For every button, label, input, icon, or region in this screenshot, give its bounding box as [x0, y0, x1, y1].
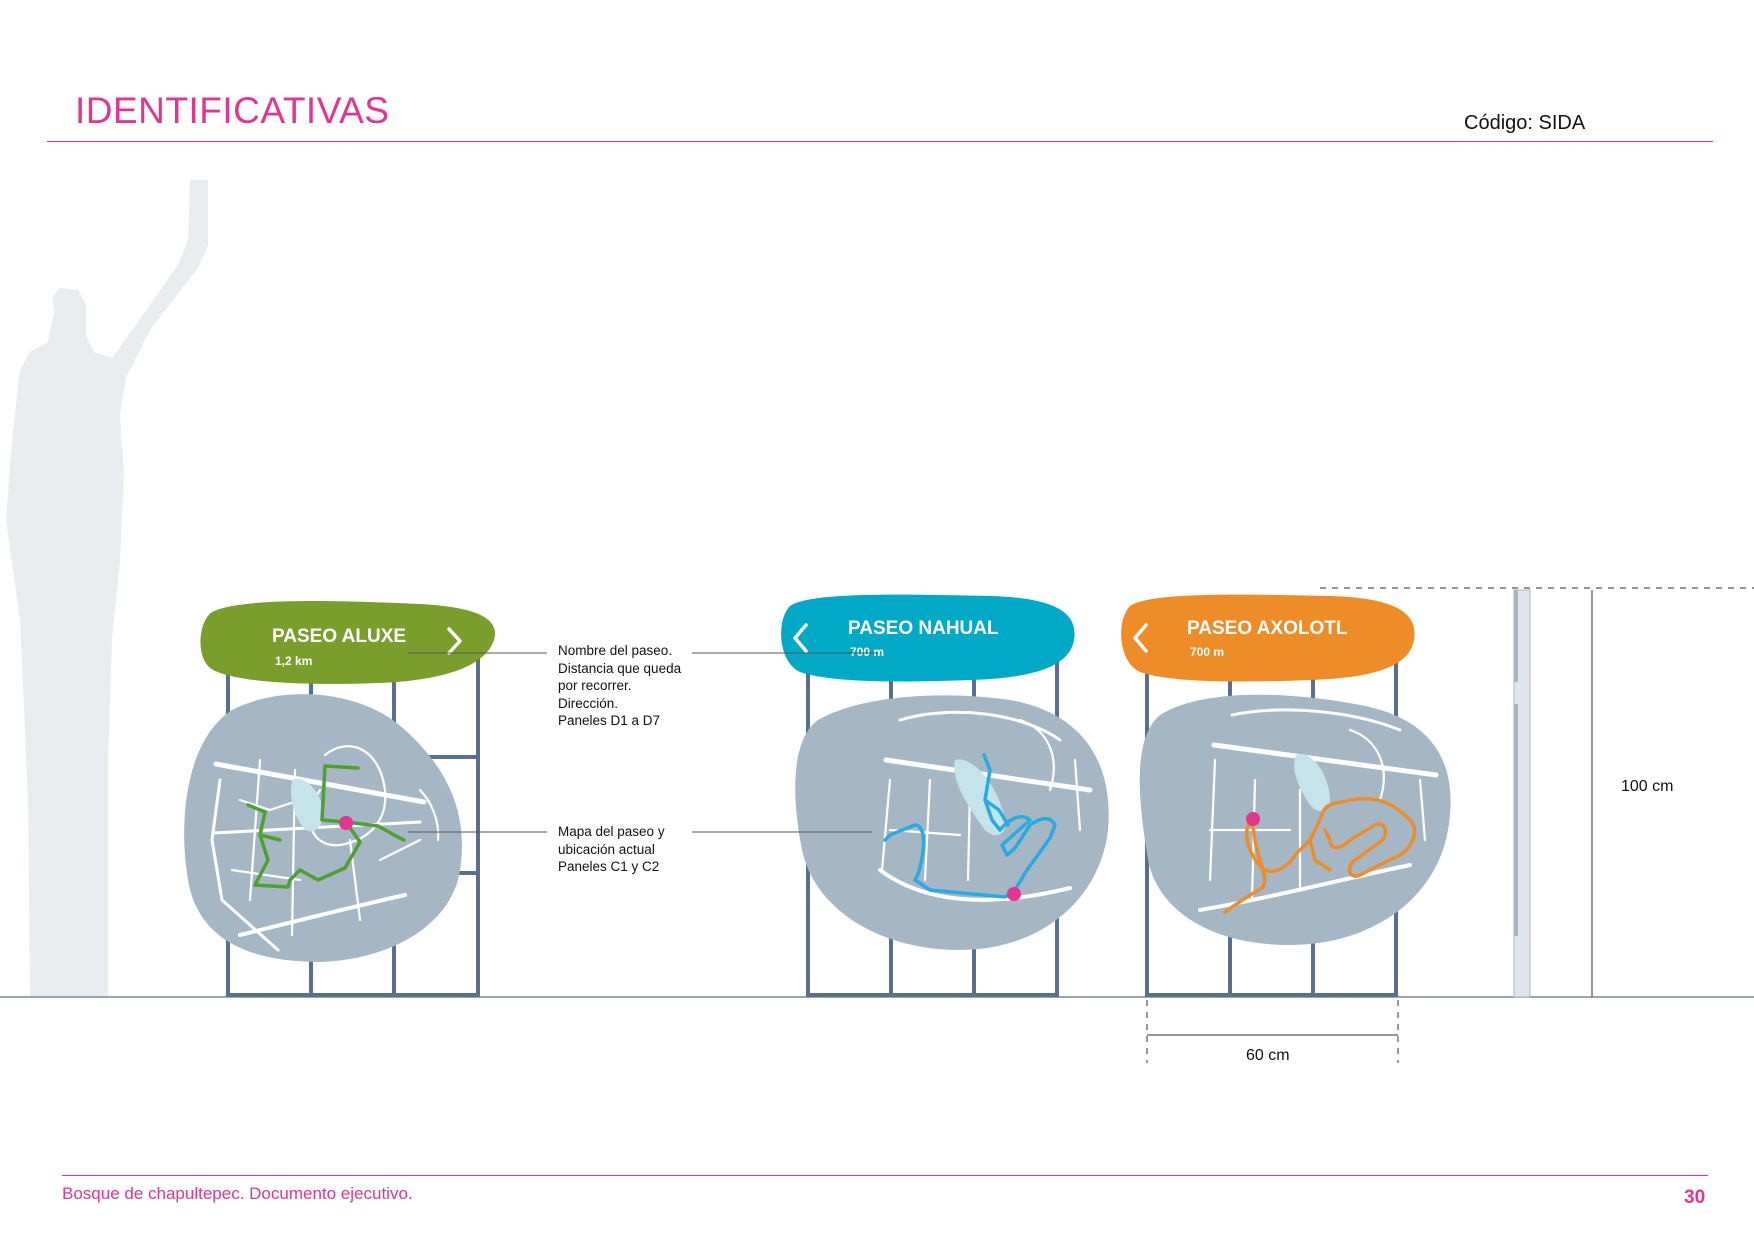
location-marker — [339, 816, 353, 830]
callout-sign-header: Nombre del paseo. Distancia que queda po… — [558, 642, 681, 730]
callout-line: Paneles C1 y C2 — [558, 859, 660, 874]
map-blob — [1139, 694, 1451, 945]
callout-line: Paneles D1 a D7 — [558, 713, 661, 728]
height-dimension-label: 100 cm — [1621, 778, 1674, 795]
side-elevation — [1320, 587, 1754, 998]
map-lake — [290, 779, 324, 832]
callout-line: Distancia que queda — [558, 660, 682, 676]
sign-axolotl: PASEO AXOLOTL 700 m — [1121, 594, 1451, 997]
location-marker — [1007, 887, 1021, 901]
sign-header-blob — [781, 594, 1075, 682]
footer-text: Bosque de chapultepec. Documento ejecuti… — [62, 1184, 413, 1203]
sign-distance: 1,2 km — [275, 654, 312, 668]
sign-nahual: PASEO NAHUAL 700 m — [781, 594, 1109, 997]
sign-distance: 700 m — [1190, 645, 1224, 659]
callout-sign-map: Mapa del paseo y ubicación actual Panele… — [558, 823, 665, 876]
callout-line: Mapa del paseo y — [558, 824, 665, 839]
route-line — [1223, 797, 1417, 914]
route-line — [883, 753, 1057, 899]
page-number: 30 — [1684, 1187, 1706, 1208]
sign-name: PASEO ALUXE — [272, 626, 406, 647]
sign-header-blob — [200, 601, 496, 684]
left-chevron-icon — [793, 623, 808, 653]
right-chevron-icon — [447, 627, 462, 655]
sign-name: PASEO NAHUAL — [848, 618, 999, 639]
callout-line: ubicación actual — [558, 841, 655, 857]
document-code: Código: SIDA — [1464, 112, 1586, 134]
callout-leaders — [408, 652, 878, 833]
footer-rule — [62, 1175, 1708, 1176]
width-dimension — [1146, 1000, 1399, 1063]
callout-line: por recorrer. — [558, 678, 632, 693]
human-silhouette — [6, 180, 208, 996]
sign-header-blob — [1121, 594, 1415, 682]
map-blob — [795, 695, 1109, 950]
location-marker — [1246, 812, 1260, 826]
map-lake — [1294, 753, 1330, 812]
sign-distance: 700 m — [850, 645, 884, 659]
width-dimension-label: 60 cm — [1246, 1047, 1290, 1064]
left-chevron-icon — [1133, 623, 1148, 653]
page-title: IDENTIFICATIVAS — [75, 90, 390, 131]
sign-name: PASEO AXOLOTL — [1187, 618, 1348, 639]
sign-aluxe: PASEO ALUXE 1,2 km — [184, 601, 496, 997]
header-rule — [47, 141, 1713, 142]
map-streets — [210, 745, 440, 952]
callout-line: Nombre del paseo. — [558, 643, 673, 658]
callout-line: Dirección. — [558, 695, 619, 711]
map-lake — [954, 759, 1006, 836]
